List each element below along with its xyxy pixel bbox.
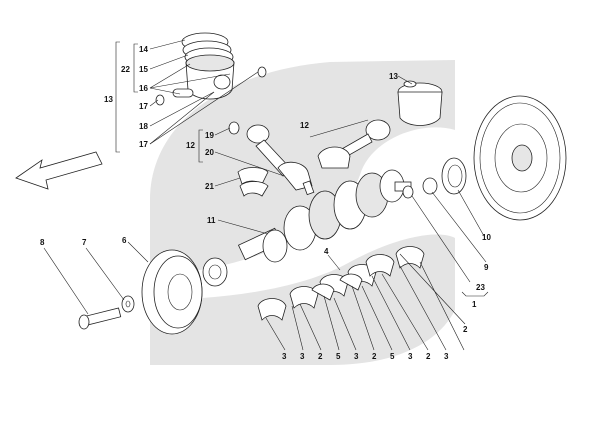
label-2-a: 2 bbox=[318, 352, 323, 361]
label-14: 14 bbox=[139, 45, 148, 54]
label-23: 23 bbox=[476, 283, 485, 292]
label-2-c: 2 bbox=[426, 352, 431, 361]
crankshaft bbox=[237, 169, 412, 263]
label-2-right: 2 bbox=[463, 325, 468, 334]
direction-arrow-icon bbox=[15, 151, 103, 190]
connecting-rod-left bbox=[228, 121, 315, 197]
leader-lines bbox=[43, 39, 487, 351]
label-22: 22 bbox=[121, 65, 130, 74]
piston-assembly-left bbox=[155, 32, 267, 106]
label-12-left: 12 bbox=[186, 141, 195, 150]
label-11: 11 bbox=[207, 216, 216, 225]
label-6: 6 bbox=[122, 236, 127, 245]
label-10: 10 bbox=[482, 233, 491, 242]
flywheel bbox=[473, 95, 567, 221]
label-9: 9 bbox=[484, 263, 489, 272]
label-15: 15 bbox=[139, 65, 148, 74]
label-3-d: 3 bbox=[408, 352, 413, 361]
label-13-right: 13 bbox=[389, 72, 398, 81]
part-labels: 14 22 15 16 13 17 18 17 13 12 19 20 12 2… bbox=[40, 45, 491, 361]
label-1: 1 bbox=[472, 300, 477, 309]
label-19: 19 bbox=[205, 131, 214, 140]
bearing-shells bbox=[257, 246, 425, 321]
label-21: 21 bbox=[205, 182, 214, 191]
label-8: 8 bbox=[40, 238, 45, 247]
label-3-e: 3 bbox=[444, 352, 449, 361]
label-2-b: 2 bbox=[372, 352, 377, 361]
bush-ring bbox=[402, 177, 438, 199]
label-17-bottom: 17 bbox=[139, 140, 148, 149]
label-18: 18 bbox=[139, 122, 148, 131]
connecting-rod-right bbox=[317, 119, 391, 169]
label-12-right: 12 bbox=[300, 121, 309, 130]
label-5-b: 5 bbox=[390, 352, 395, 361]
label-3-c: 3 bbox=[354, 352, 359, 361]
label-20: 20 bbox=[205, 148, 214, 157]
label-7: 7 bbox=[82, 238, 87, 247]
label-5-a: 5 bbox=[336, 352, 341, 361]
label-13-left: 13 bbox=[104, 95, 113, 104]
brackets bbox=[115, 41, 489, 297]
label-17-top: 17 bbox=[139, 102, 148, 111]
oil-seal bbox=[441, 157, 467, 195]
gear-sprocket bbox=[202, 257, 228, 287]
label-4: 4 bbox=[324, 247, 329, 256]
label-3-a: 3 bbox=[282, 352, 287, 361]
pulley bbox=[141, 249, 203, 335]
piston-assembly-right bbox=[397, 80, 443, 126]
label-3-b: 3 bbox=[300, 352, 305, 361]
bolt bbox=[78, 307, 122, 330]
washer bbox=[121, 295, 135, 313]
label-16: 16 bbox=[139, 84, 148, 93]
